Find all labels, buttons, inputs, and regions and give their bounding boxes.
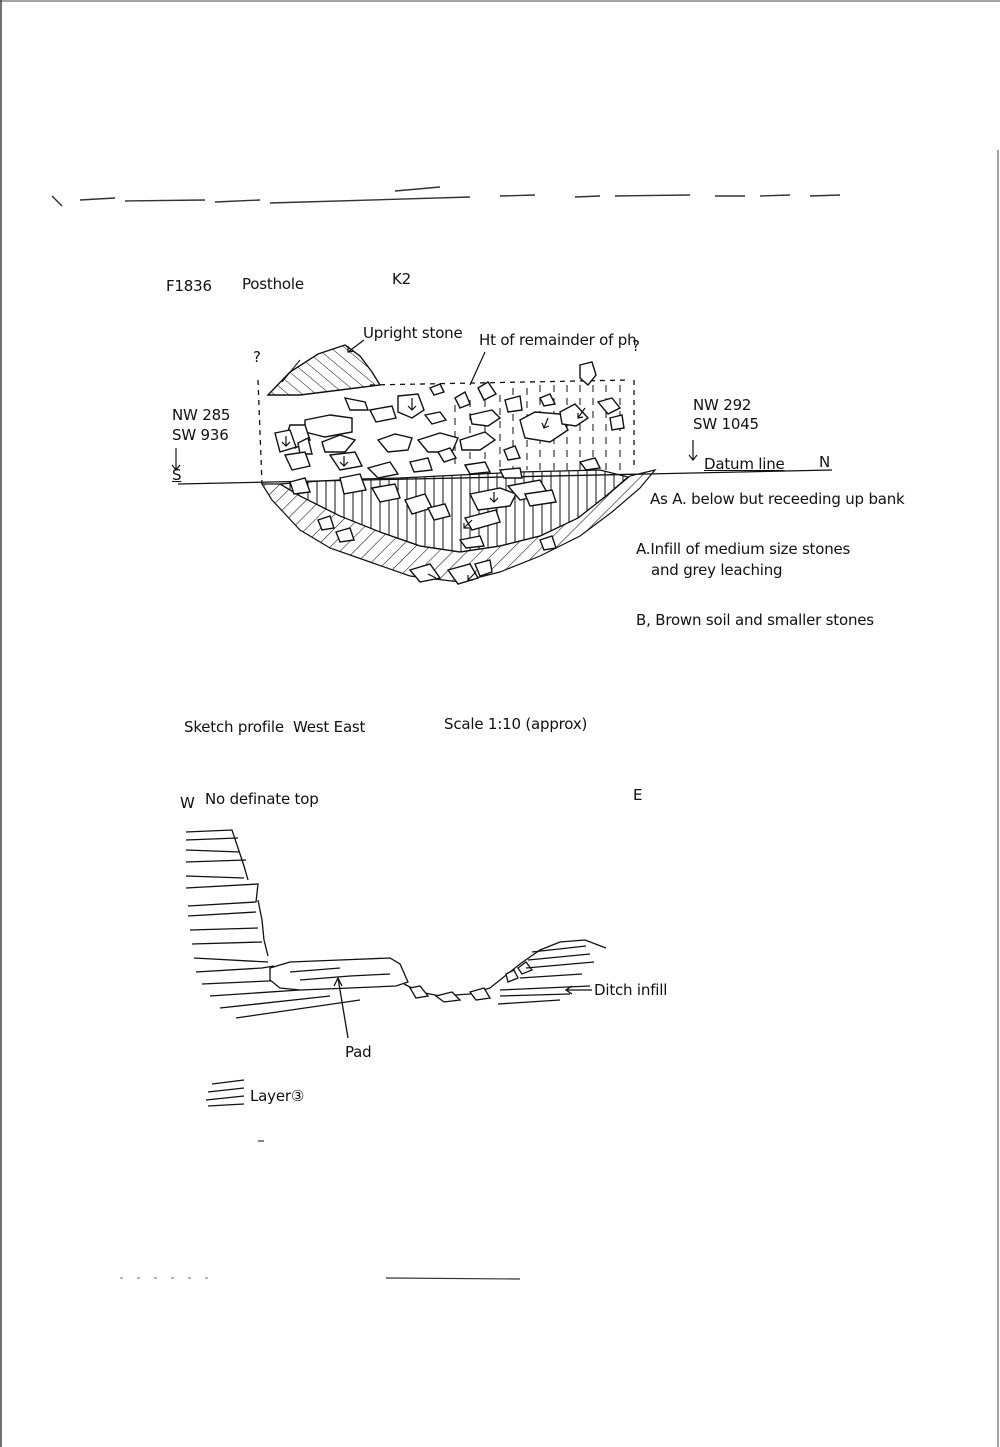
legend-a-line1: A.Infill of medium size stones: [636, 540, 851, 558]
east-label: E: [633, 786, 643, 804]
ditch-infill-label: Ditch infill: [594, 981, 668, 999]
feature-outline: [257, 379, 635, 485]
left-coord-nw: NW 285: [172, 406, 231, 424]
question-mark-right: ?: [632, 337, 640, 355]
stones: [274, 361, 625, 585]
right-coord-nw: NW 292: [693, 396, 752, 414]
posthole-section: [171, 339, 833, 585]
datum-line-label: Datum line: [704, 455, 785, 473]
profile-caption: Sketch profile West East: [184, 718, 366, 736]
legend-as-a: As A. below but receeding up bank: [650, 490, 905, 508]
scan-artifact-bottom: [120, 1140, 521, 1280]
height-note-label: Ht of remainder of ph: [479, 331, 637, 349]
feature-id: F1836: [166, 277, 212, 295]
direction-south: S: [172, 466, 182, 484]
feature-type: Posthole: [242, 275, 304, 293]
west-label: W: [180, 794, 195, 812]
scan-artifact-line: [51, 186, 841, 207]
scale-label: Scale 1:10 (approx): [444, 715, 588, 733]
ditch-profile: [185, 829, 607, 1107]
leader-lines: [171, 339, 698, 471]
direction-north: N: [819, 453, 831, 471]
left-coord-sw: SW 936: [172, 426, 229, 444]
legend-a-line2: and grey leaching: [651, 561, 783, 579]
right-coord-sw: SW 1045: [693, 415, 759, 433]
stone-arrows: [281, 398, 586, 581]
question-mark-left: ?: [253, 348, 261, 366]
area-code: K2: [392, 270, 411, 288]
upright-stone-label: Upright stone: [363, 324, 463, 342]
no-top-label: No definate top: [205, 790, 319, 808]
legend-b: B, Brown soil and smaller stones: [636, 611, 874, 629]
pad-label: Pad: [345, 1043, 372, 1061]
layer-key-label: Layer③: [250, 1087, 305, 1105]
upright-stone: [266, 344, 382, 396]
